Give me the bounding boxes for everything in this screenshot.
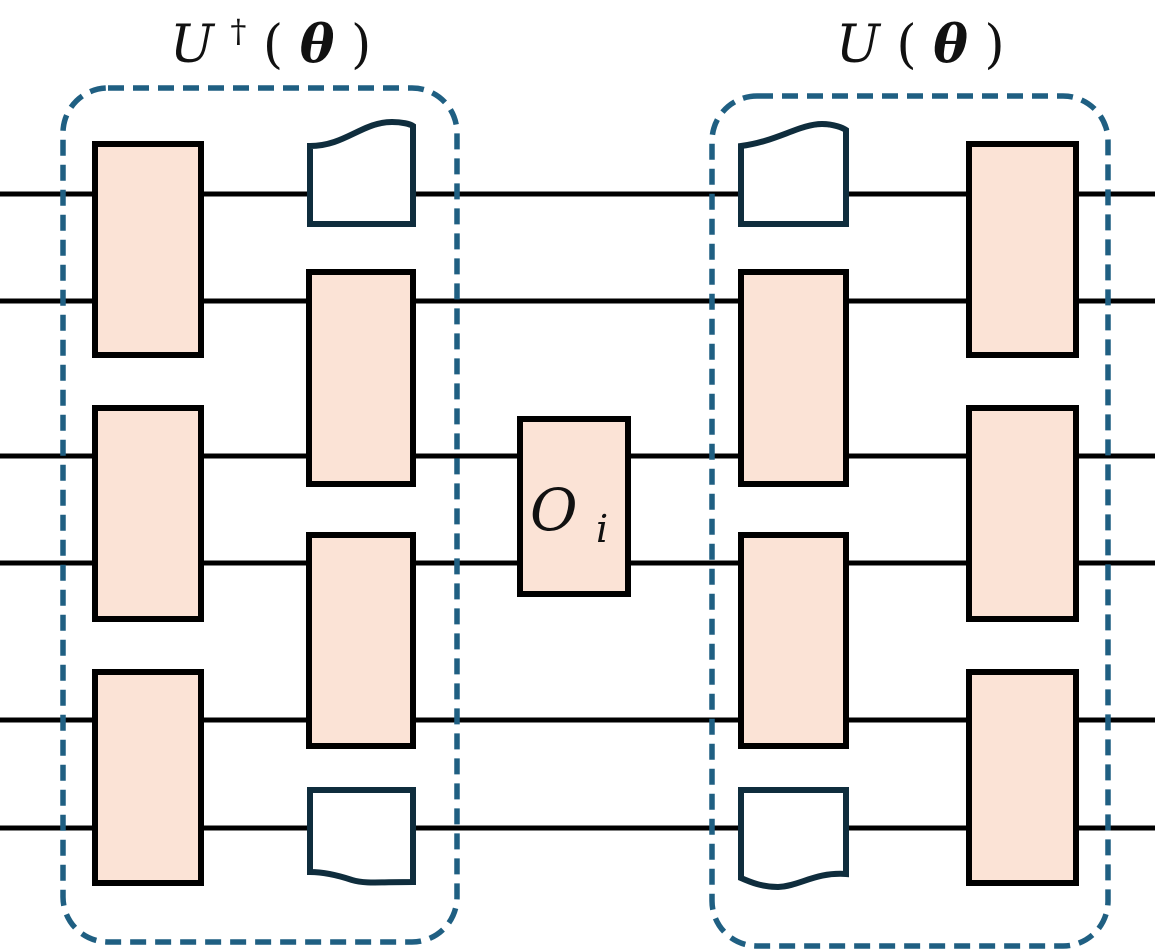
two-qubit-gate-r1-a [738, 269, 849, 487]
observable-gate: O i [517, 416, 631, 597]
cut-gate-top-left [307, 118, 416, 227]
u-dagger-label: U † ( θ ) [170, 0, 371, 75]
two-qubit-gate-l2-b [306, 532, 416, 749]
two-qubit-gate-r2-b [966, 405, 1079, 622]
two-qubit-gate-r2-a [966, 141, 1079, 358]
two-qubit-gate-l1-c [92, 669, 204, 886]
u-block-outline [709, 93, 1111, 949]
u-block: U ( θ ) [709, 14, 1111, 949]
cut-gate-bottom-left [307, 787, 416, 886]
u-label-main: U [836, 15, 882, 75]
u-dagger-block-outline [60, 85, 460, 945]
two-qubit-gate-l1-a [92, 141, 204, 358]
cut-gate-bottom-right [738, 787, 849, 891]
u-label: U ( θ ) [836, 14, 1005, 75]
u-dagger-block: U † ( θ ) [60, 0, 460, 945]
observable-label-main: O [530, 476, 578, 544]
u-label-close: ) [984, 15, 1004, 75]
observable-label-sub: i [596, 507, 608, 551]
u-label-open: ( [896, 15, 916, 75]
u-dagger-label-close: ) [351, 15, 371, 75]
u-dagger-label-sup: † [230, 12, 246, 50]
u-label-param: θ [933, 14, 968, 75]
two-qubit-gate-l1-b [92, 405, 204, 622]
cut-gate-top-right [738, 120, 849, 227]
u-dagger-label-main: U [170, 15, 216, 75]
two-qubit-gate-l2-a [306, 269, 416, 487]
observable-gate-box [517, 416, 631, 597]
u-dagger-label-param: θ [300, 14, 335, 75]
observable-label: O i [530, 476, 608, 551]
two-qubit-gate-r2-c [966, 669, 1079, 886]
two-qubit-gate-r1-b [738, 532, 849, 749]
u-dagger-label-open: ( [263, 15, 283, 75]
